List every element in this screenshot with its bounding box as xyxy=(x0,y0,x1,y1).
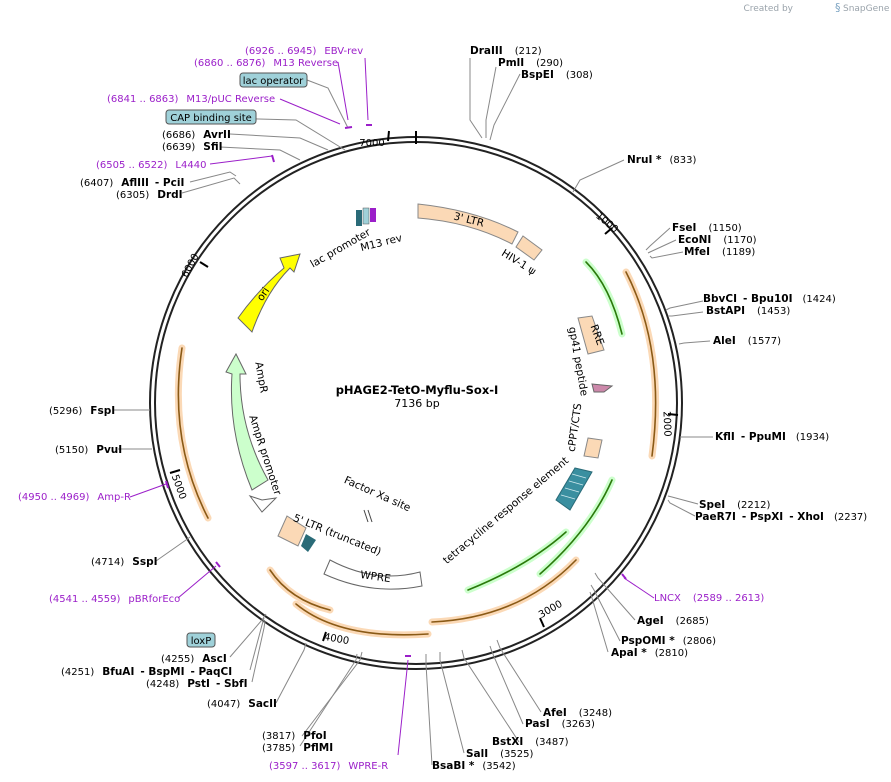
plasmid-size: 7136 bp xyxy=(394,397,439,410)
enzyme-sacii[interactable]: (4047)SacII xyxy=(207,698,277,710)
tick-1000 xyxy=(604,227,613,235)
feature-gp41[interactable] xyxy=(591,383,614,393)
box-lac-operator-label: lac operator xyxy=(243,76,304,87)
box-cap-binding-site[interactable] xyxy=(165,109,257,125)
enzyme-pvui[interactable]: (5150)PvuI xyxy=(55,444,122,456)
enzyme-pmli[interactable]: PmlI(290) xyxy=(498,57,563,69)
plasmid-name: pHAGE2-TetO-Myflu-Sox-I xyxy=(336,383,499,397)
enzyme-bspei[interactable]: BspEI(308) xyxy=(521,69,593,81)
enzyme-pflmi[interactable]: (3785)PflMI xyxy=(262,742,333,754)
tick-label-2000: 2000 xyxy=(661,411,673,437)
primer-m13-puc-reverse[interactable]: (6841 .. 6863)M13/pUC Reverse xyxy=(107,94,275,105)
feature-5ltr-cap xyxy=(301,534,316,552)
enzyme-pasi[interactable]: PasI(3263) xyxy=(525,718,595,730)
box-loxp-label: loxP xyxy=(191,636,212,647)
feature-3ltr[interactable] xyxy=(417,203,519,245)
feature-ampr[interactable] xyxy=(225,352,269,491)
credit-brand: SnapGene xyxy=(843,4,890,14)
box-lac-operator[interactable] xyxy=(239,72,308,88)
enzyme-bstapi[interactable]: BstAPI(1453) xyxy=(706,305,790,317)
primer-amp-r[interactable]: (4950 .. 4969)Amp-R xyxy=(18,492,131,503)
primer-marks xyxy=(165,124,627,657)
tre-pattern xyxy=(560,473,587,500)
primer-m13-reverse[interactable]: (6860 .. 6876)M13 Reverse xyxy=(194,58,338,69)
enzyme-sfii[interactable]: (6639)SfiI xyxy=(162,141,223,153)
tick-5000 xyxy=(169,469,181,474)
label-wpre: WPRE xyxy=(359,569,391,585)
feature-ori[interactable] xyxy=(237,253,301,333)
enzyme-bstxi[interactable]: BstXI(3487) xyxy=(492,736,569,748)
enzyme-draiii[interactable]: DraIII(212) xyxy=(470,45,542,57)
primer-pbrforeco[interactable]: (4541 .. 4559)pBRforEco xyxy=(49,594,180,605)
credit-prefix: Created by xyxy=(743,4,793,14)
enzyme-paer7i[interactable]: PaeR7I- PspXI- XhoI(2237) xyxy=(695,511,867,523)
feature-hiv1-psi[interactable] xyxy=(515,235,543,261)
leader-lines xyxy=(114,58,713,766)
feature-tre[interactable] xyxy=(555,467,593,511)
primer-lncx[interactable]: LNCX(2589 .. 2613) xyxy=(654,593,764,604)
enzyme-bsabi[interactable]: BsaBI *(3542) xyxy=(432,760,516,772)
enzyme-fsei[interactable]: FseI(1150) xyxy=(672,222,742,234)
enzyme-afei[interactable]: AfeI(3248) xyxy=(543,707,612,719)
feature-ampr-promoter[interactable] xyxy=(248,495,278,513)
feature-lac-promoter[interactable] xyxy=(356,210,362,226)
primer-lines xyxy=(129,57,655,756)
enzyme-agei[interactable]: AgeI(2685) xyxy=(637,615,709,627)
feature-5ltr[interactable] xyxy=(277,515,307,547)
enzyme-kfli[interactable]: KflI- PpuMI(1934) xyxy=(715,431,829,443)
enzyme-psti[interactable]: (4248)PstI- SbfI xyxy=(146,678,248,690)
tick-6000 xyxy=(199,261,209,268)
enzyme-econi[interactable]: EcoNI(1170) xyxy=(678,234,757,246)
orf-arrows xyxy=(174,268,660,639)
enzyme-bbvci[interactable]: BbvCI- Bpu10I(1424) xyxy=(703,293,836,305)
tick-7000 xyxy=(387,130,390,142)
enzyme-apai[interactable]: ApaI *(2810) xyxy=(611,647,688,659)
enzyme-afliii[interactable]: (6407)AflIII- PciI xyxy=(80,177,184,189)
feature-m13-rev[interactable] xyxy=(370,208,376,222)
enzyme-bfuai[interactable]: (4251)BfuAI- BspMI- PaqCI xyxy=(61,666,232,678)
feature-factor-xa-b xyxy=(367,509,373,523)
enzyme-pfoi[interactable]: (3817)PfoI xyxy=(262,730,327,742)
label-tre: tetracycline response element xyxy=(441,455,571,567)
enzyme-fspi[interactable]: (5296)FspI xyxy=(49,405,115,417)
feature-rre[interactable] xyxy=(577,315,605,355)
tick-label-7000: 7000 xyxy=(359,138,384,149)
label-5ltr: 5' LTR (truncated) xyxy=(291,512,382,558)
enzyme-avrii[interactable]: (6686)AvrII xyxy=(162,129,231,141)
primer-wpre-r[interactable]: (3597 .. 3617)WPRE-R xyxy=(269,761,388,772)
tick-4000 xyxy=(322,631,327,642)
tick-3000 xyxy=(539,617,545,628)
enzyme-sspi[interactable]: (4714)SspI xyxy=(91,556,158,568)
box-loxp[interactable] xyxy=(186,632,216,648)
enzyme-sali[interactable]: SalI(3525) xyxy=(466,748,534,760)
primer-ebv-rev[interactable]: (6926 .. 6945)EBV-rev xyxy=(245,46,363,57)
tick-label-4000: 4000 xyxy=(323,632,350,647)
feature-lac-operator-mark xyxy=(362,207,370,225)
box-cap-binding-site-label: CAP binding site xyxy=(170,113,252,124)
enzyme-drdi[interactable]: (6305)DrdI xyxy=(116,189,183,201)
label-factor-xa: Factor Xa site xyxy=(342,474,412,514)
enzyme-nrui[interactable]: NruI *(833) xyxy=(627,154,696,166)
enzyme-pspomi[interactable]: PspOMI *(2806) xyxy=(621,635,716,647)
feature-cppt[interactable] xyxy=(583,437,603,459)
snapgene-logo-icon: § xyxy=(835,1,841,14)
tick-label-3000: 3000 xyxy=(537,599,565,621)
label-ampr: AmpR xyxy=(252,361,269,394)
tick-2000 xyxy=(667,413,679,416)
feature-wpre[interactable] xyxy=(323,559,423,590)
enzyme-alei[interactable]: AleI(1577) xyxy=(713,335,781,347)
enzyme-mfei[interactable]: MfeI(1189) xyxy=(684,246,755,258)
label-cppt: cPPT/CTS xyxy=(566,402,585,452)
enzyme-spei[interactable]: SpeI(2212) xyxy=(699,499,770,511)
feature-factor-xa-a xyxy=(363,509,369,523)
enzyme-asci[interactable]: (4255)AscI xyxy=(161,653,227,665)
primer-l4440[interactable]: (6505 .. 6522)L4440 xyxy=(96,160,206,171)
tick-label-6000: 6000 xyxy=(180,252,202,280)
green-orfs xyxy=(464,258,626,594)
